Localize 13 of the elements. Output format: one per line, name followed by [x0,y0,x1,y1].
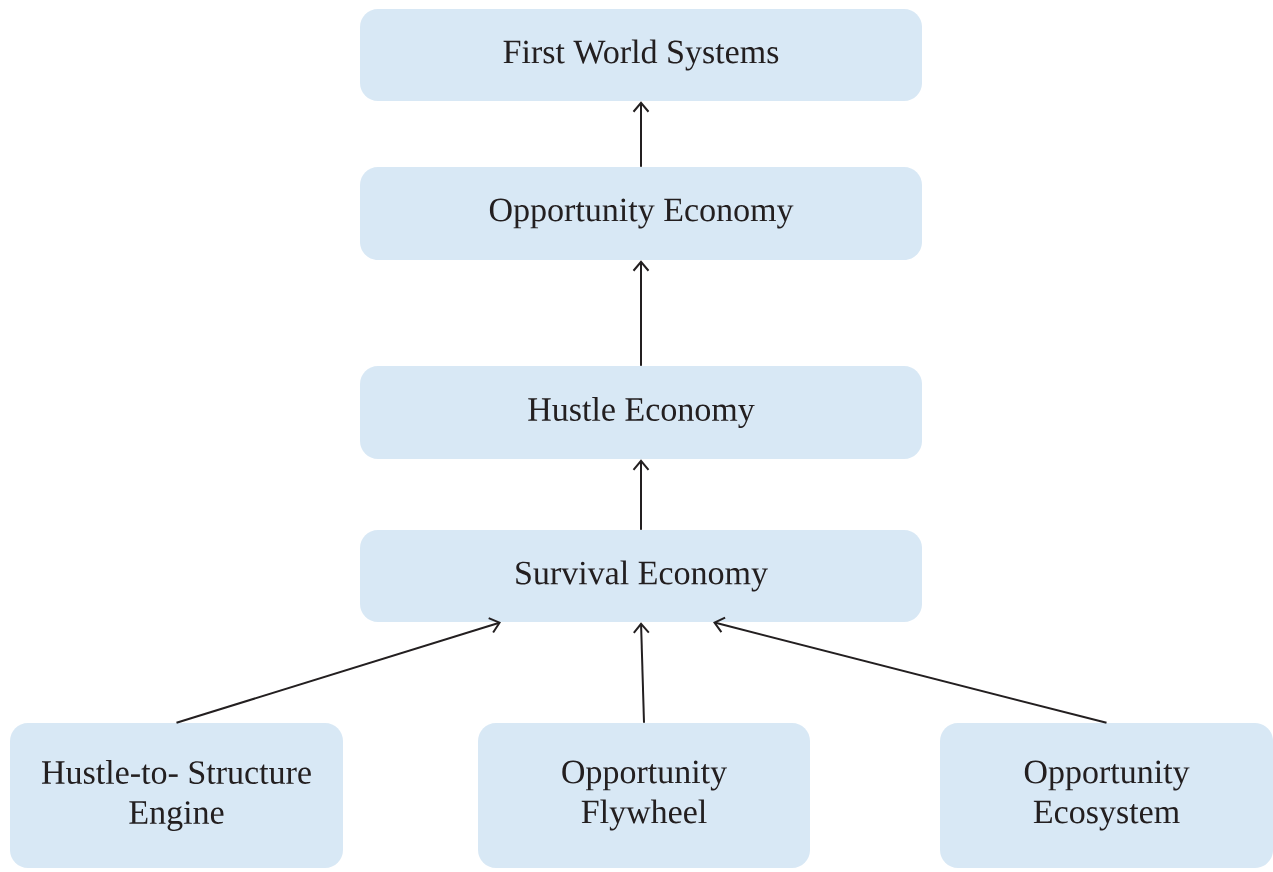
process-box: Hustle Economy [360,366,922,459]
arrow [632,101,650,168]
arrow [632,459,650,531]
process-box: Hustle-to- Structure Engine [10,723,343,868]
arrow [713,616,1108,724]
process-box: Opportunity Flywheel [478,723,810,868]
arrow [632,622,650,724]
arrow [632,260,650,367]
process-box: Opportunity Ecosystem [940,723,1273,868]
arrow [175,617,501,724]
process-box: Opportunity Economy [360,167,922,260]
process-box: First World Systems [360,9,922,101]
process-box: Survival Economy [360,530,922,622]
